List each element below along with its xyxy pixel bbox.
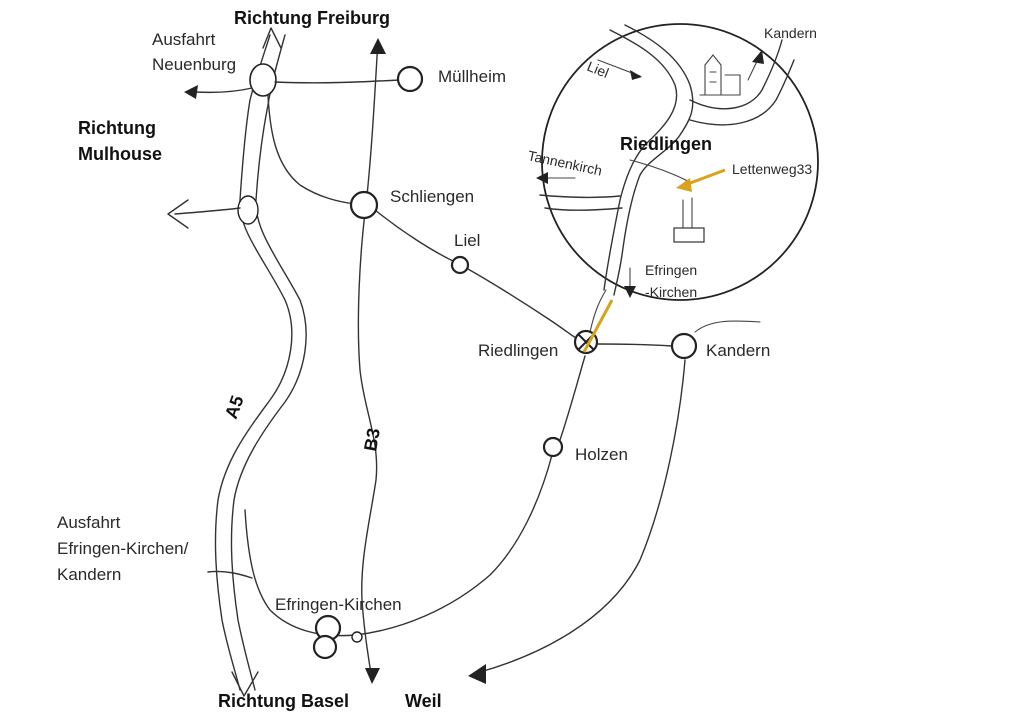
label-richtung-mulhouse-1: Richtung — [78, 118, 156, 138]
inset-connector — [582, 299, 614, 353]
arrow-exit-mulhouse — [174, 207, 241, 215]
inset-map — [536, 23, 819, 301]
label-ausfahrt-efringen-2: Efringen-Kirchen/ — [57, 539, 189, 558]
town-kandern-marker — [670, 332, 698, 360]
inset-label-efringen-1: Efringen — [645, 262, 697, 278]
inset-label-kandern: Kandern — [764, 25, 817, 41]
label-muellheim: Müllheim — [438, 67, 506, 86]
label-efringen-kirchen: Efringen-Kirchen — [275, 595, 402, 614]
town-schliengen-marker — [349, 190, 379, 220]
interchange-mulhouse — [237, 195, 259, 225]
arrow-exit-neuenburg — [194, 87, 253, 94]
arrow-b3-north — [370, 38, 386, 54]
arrow-a5-south — [231, 671, 259, 697]
label-holzen: Holzen — [575, 445, 628, 464]
inset-label-liel: Liel — [585, 58, 611, 81]
label-ausfahrt-neuenburg-2: Neuenburg — [152, 55, 236, 74]
arrow-weil — [468, 664, 486, 684]
label-schliengen: Schliengen — [390, 187, 474, 206]
inset-label-address: Lettenweg33 — [732, 161, 812, 177]
label-richtung-basel: Richtung Basel — [218, 691, 349, 711]
label-riedlingen: Riedlingen — [478, 341, 558, 360]
arrow-b3-south — [365, 668, 380, 684]
label-richtung-mulhouse-2: Mulhouse — [78, 144, 162, 164]
inset-label-efringen-2: -Kirchen — [645, 284, 697, 300]
town-muellheim-marker — [396, 65, 424, 93]
town-efringen-kirchen-marker — [312, 614, 363, 660]
label-richtung-freiburg: Richtung Freiburg — [234, 8, 390, 28]
label-weil: Weil — [405, 691, 442, 711]
interchange-neuenburg — [249, 63, 277, 97]
label-kandern: Kandern — [706, 341, 770, 360]
label-ausfahrt-efringen-1: Ausfahrt — [57, 513, 121, 532]
label-ausfahrt-neuenburg-1: Ausfahrt — [152, 30, 216, 49]
a5-motorway — [214, 34, 307, 691]
label-ausfahrt-efringen-3: Kandern — [57, 565, 121, 584]
inset-title-riedlingen: Riedlingen — [620, 134, 712, 154]
label-b3: B3 — [360, 427, 384, 453]
town-liel-marker — [450, 255, 470, 275]
arrow-a5-north — [262, 27, 282, 49]
b3-road — [357, 39, 379, 681]
label-a5: A5 — [221, 393, 248, 421]
town-holzen-marker — [542, 436, 564, 458]
label-liel: Liel — [454, 231, 480, 250]
